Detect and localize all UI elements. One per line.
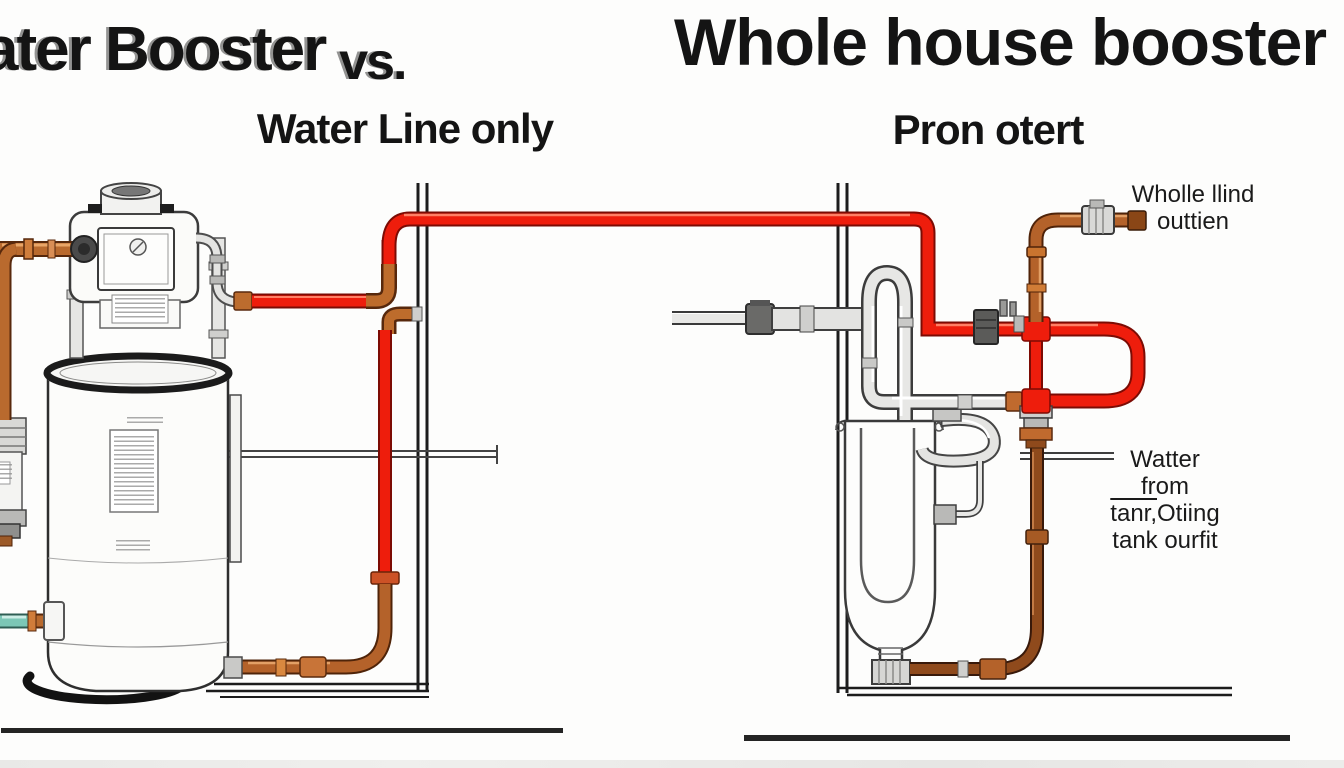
- tank-supply-pipe-copper: [910, 405, 1053, 680]
- heater-tank-label-text: [114, 436, 154, 506]
- heater-tank-top-text: [127, 417, 163, 426]
- outlet-label-line2: outtien: [1156, 208, 1230, 235]
- floor-line-right: [744, 735, 1290, 741]
- head-outlet-s-pipe: [195, 232, 253, 311]
- tank-feed-line3b: Otiing: [1157, 500, 1220, 527]
- tank-feed-line3a: tanr,: [1110, 500, 1157, 527]
- outlet-label: Wholle llind outtien: [1126, 181, 1260, 235]
- booster-pump-assembly: [915, 407, 1001, 525]
- tank-neck-fitting: [871, 659, 911, 685]
- right-title: Whole house booster: [674, 5, 1327, 79]
- outlet-coupling: [1081, 205, 1115, 235]
- inlet-pipe: [672, 300, 865, 335]
- inlet-valve: [745, 303, 775, 335]
- cold-inlet-pipe-copper: [0, 235, 98, 420]
- red-cross-riser: [1021, 316, 1051, 414]
- outlet-label-line1: Wholle llind: [1131, 181, 1255, 208]
- left-subtitle: Water Line only: [256, 105, 554, 152]
- whole-house-outlet-pipe: [1026, 199, 1147, 322]
- tank-shadow: [22, 671, 187, 705]
- hot-water-pipe-red: [223, 211, 1146, 679]
- water-heater: [0, 182, 253, 705]
- relief-discharge-line: [228, 445, 498, 464]
- heat-trap-arch: [861, 264, 1023, 420]
- right-subtitle: Pron otert: [892, 106, 1085, 153]
- tank-side-pipe: [229, 394, 242, 563]
- device-label-text: [0, 464, 12, 482]
- tank-feed-line3: tanr,Otiing: [1100, 500, 1230, 527]
- left-title-vs: vs.: [339, 33, 407, 91]
- vent-collar: [88, 182, 174, 215]
- left-title-text: ater Booster: [0, 15, 327, 84]
- expansion-device: [0, 417, 27, 547]
- tank-top-rim: [43, 352, 233, 394]
- heater-head-label-text: [115, 298, 165, 320]
- drain-pipe-teal: [0, 601, 65, 641]
- tank-feed-line4: tank ourfit: [1112, 527, 1218, 554]
- tank-feed-line2: from: [1141, 473, 1189, 500]
- floor-line-left: [1, 728, 563, 733]
- tank-feed-line1: Watter: [1130, 446, 1200, 473]
- red-line-valve: [973, 299, 1025, 345]
- bottom-edge-noise: [0, 760, 1344, 768]
- heater-tank-small-text: [116, 540, 150, 552]
- tank-feed-label: Watter from tanr,Otiing tank ourfit: [1100, 446, 1230, 554]
- booster-tank: [835, 419, 944, 685]
- left-wall: [206, 183, 429, 698]
